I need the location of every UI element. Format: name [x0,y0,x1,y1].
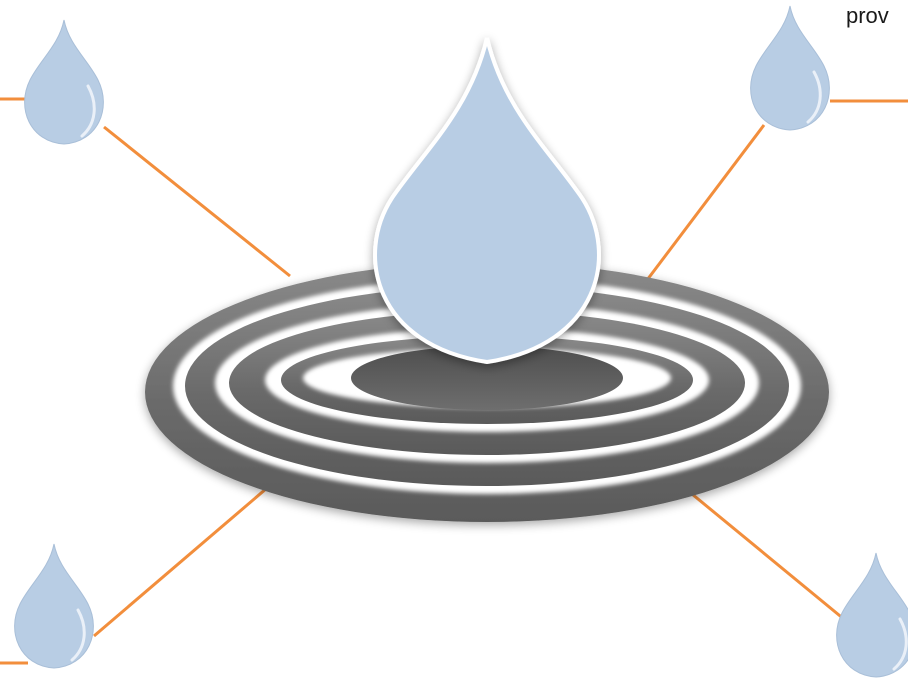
connector-top-left-diagonal [104,127,290,276]
caption-text: prov [846,3,889,29]
water-drop-icon [15,544,94,668]
water-drop-icon [25,20,104,144]
water-drop-icon [375,38,599,362]
water-drop-icon [837,553,908,677]
connector-top-right-diagonal [632,125,764,300]
water-drop-icon [751,6,830,130]
center-drop [375,38,599,362]
